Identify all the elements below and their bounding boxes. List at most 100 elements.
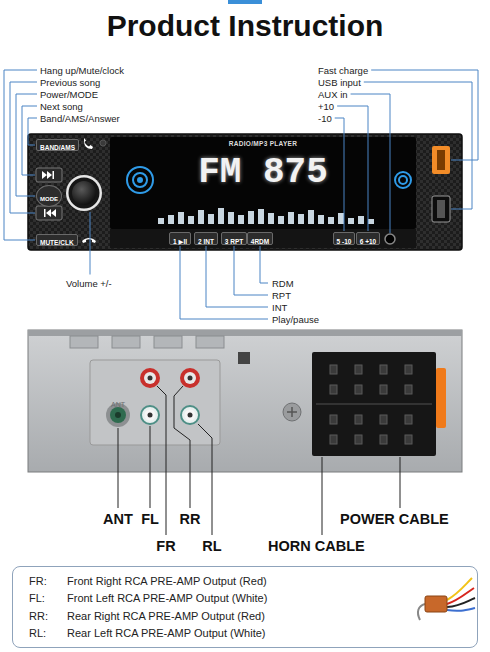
screw bbox=[283, 403, 301, 421]
callout-label: HORN CABLE bbox=[268, 538, 365, 554]
radio-faceplate bbox=[28, 134, 462, 250]
next-button bbox=[53, 171, 55, 179]
display-caption: RADIO/MP3 PLAYER bbox=[110, 140, 416, 147]
leader-line bbox=[118, 428, 119, 508]
callout-label: Band/AMS/Answer bbox=[40, 113, 120, 124]
iso-connector bbox=[355, 385, 362, 394]
callout-label: Next song bbox=[40, 101, 83, 112]
square-hole bbox=[238, 352, 250, 364]
leader-line bbox=[351, 94, 390, 233]
callout-label: RDM bbox=[272, 278, 294, 289]
previous-button bbox=[46, 209, 56, 217]
leader-line bbox=[150, 426, 151, 508]
label-holder: FR bbox=[156, 537, 175, 555]
leader-line bbox=[22, 106, 37, 175]
previous-button bbox=[36, 206, 62, 220]
usb-fast-port bbox=[437, 150, 445, 170]
legend-description: Front Left RCA PRE-AMP Output (White) bbox=[67, 590, 267, 606]
source-button: BAND/AMS bbox=[36, 139, 79, 151]
rca-red bbox=[148, 376, 153, 381]
speaker-icon bbox=[138, 178, 142, 182]
callout-label: USB input bbox=[318, 77, 361, 88]
hangup-icon bbox=[82, 238, 96, 243]
usb-port bbox=[437, 200, 445, 218]
iso-connector bbox=[355, 435, 362, 444]
callout-label: Fast charge bbox=[318, 65, 368, 76]
leader-line bbox=[260, 246, 268, 283]
volume-knob bbox=[66, 175, 102, 211]
iso-connector bbox=[312, 352, 436, 456]
label-holder: POWER CABLE bbox=[340, 510, 449, 528]
equalizer-bars bbox=[308, 210, 314, 224]
leader-line bbox=[16, 94, 37, 196]
radio-faceplate bbox=[28, 134, 462, 250]
vent bbox=[196, 336, 224, 348]
leader-line bbox=[206, 246, 268, 307]
leader-line bbox=[10, 82, 37, 213]
button-strip bbox=[110, 229, 416, 248]
equalizer-bars bbox=[158, 218, 164, 224]
callout-label: Hang up/Mute/clock bbox=[40, 65, 124, 76]
usb-fast-port bbox=[432, 146, 450, 174]
label-holder: RR bbox=[180, 510, 201, 528]
preset-button: 3 RPT bbox=[221, 232, 247, 245]
label-holder: ANT bbox=[103, 510, 133, 528]
equalizer-bars bbox=[228, 212, 234, 224]
legend-description: Rear Left RCA PRE-AMP Output (White) bbox=[67, 625, 267, 641]
button-label: 6 +10 bbox=[360, 238, 376, 245]
screw bbox=[287, 407, 297, 417]
rca-red bbox=[188, 376, 193, 381]
callout-label: AUX in bbox=[318, 89, 348, 100]
legend-code: FR: bbox=[29, 573, 63, 589]
rca-white bbox=[141, 406, 199, 424]
rca-red bbox=[144, 372, 156, 384]
iso-connector bbox=[330, 385, 337, 394]
rca-white bbox=[145, 410, 156, 421]
top-rim bbox=[28, 330, 462, 336]
equalizer-bars bbox=[298, 214, 304, 224]
equalizer-bars bbox=[168, 215, 174, 224]
button-label: MUTE/CLK bbox=[40, 239, 74, 246]
legend-code: RL: bbox=[29, 625, 63, 641]
next-button bbox=[36, 168, 62, 182]
control-button: MUTE/CLK bbox=[36, 234, 78, 246]
cable-harness bbox=[418, 578, 475, 620]
speaker-icon bbox=[399, 176, 407, 184]
leader-line bbox=[234, 246, 268, 295]
leader-line bbox=[174, 386, 190, 508]
display-glass bbox=[110, 137, 416, 229]
cable-harness bbox=[418, 604, 425, 620]
callout-label: FL bbox=[141, 511, 159, 527]
callout-label: INT bbox=[272, 302, 287, 313]
aux-jack bbox=[385, 234, 395, 244]
display-readout: FM 875 bbox=[110, 153, 416, 193]
leader-line bbox=[364, 82, 472, 209]
iso-connector bbox=[330, 415, 337, 424]
callout-label: POWER CABLE bbox=[340, 511, 449, 527]
equalizer-bars bbox=[188, 216, 194, 224]
preset-button: 5 -10 bbox=[333, 232, 356, 245]
equalizer-bars bbox=[178, 212, 184, 224]
leader-line bbox=[337, 106, 368, 231]
rca-red bbox=[140, 368, 160, 388]
button-label: 3 RPT bbox=[225, 238, 243, 245]
vent bbox=[70, 336, 98, 348]
iso-connector bbox=[316, 403, 432, 405]
button-label: 5 -10 bbox=[337, 238, 352, 245]
label-holder: Previous song bbox=[40, 72, 100, 90]
iso-connector bbox=[355, 365, 362, 374]
leader-line bbox=[180, 246, 268, 319]
iso-connector bbox=[330, 365, 337, 374]
leader-line bbox=[4, 70, 37, 240]
equalizer-bars bbox=[198, 210, 204, 224]
label-holder: Power/MODE bbox=[40, 84, 98, 102]
callout-label: FR bbox=[156, 538, 175, 554]
label-holder: RPT bbox=[272, 285, 291, 303]
preset-button: 1 ▶II bbox=[169, 232, 191, 245]
equalizer-bars bbox=[268, 213, 274, 224]
legend-description: Rear Right RCA PRE-AMP Output (Red) bbox=[67, 608, 267, 624]
button-label: 4RDM bbox=[251, 238, 269, 245]
leader-line bbox=[371, 70, 478, 160]
previous-button bbox=[44, 209, 46, 217]
label-holder: +10 bbox=[318, 96, 334, 114]
